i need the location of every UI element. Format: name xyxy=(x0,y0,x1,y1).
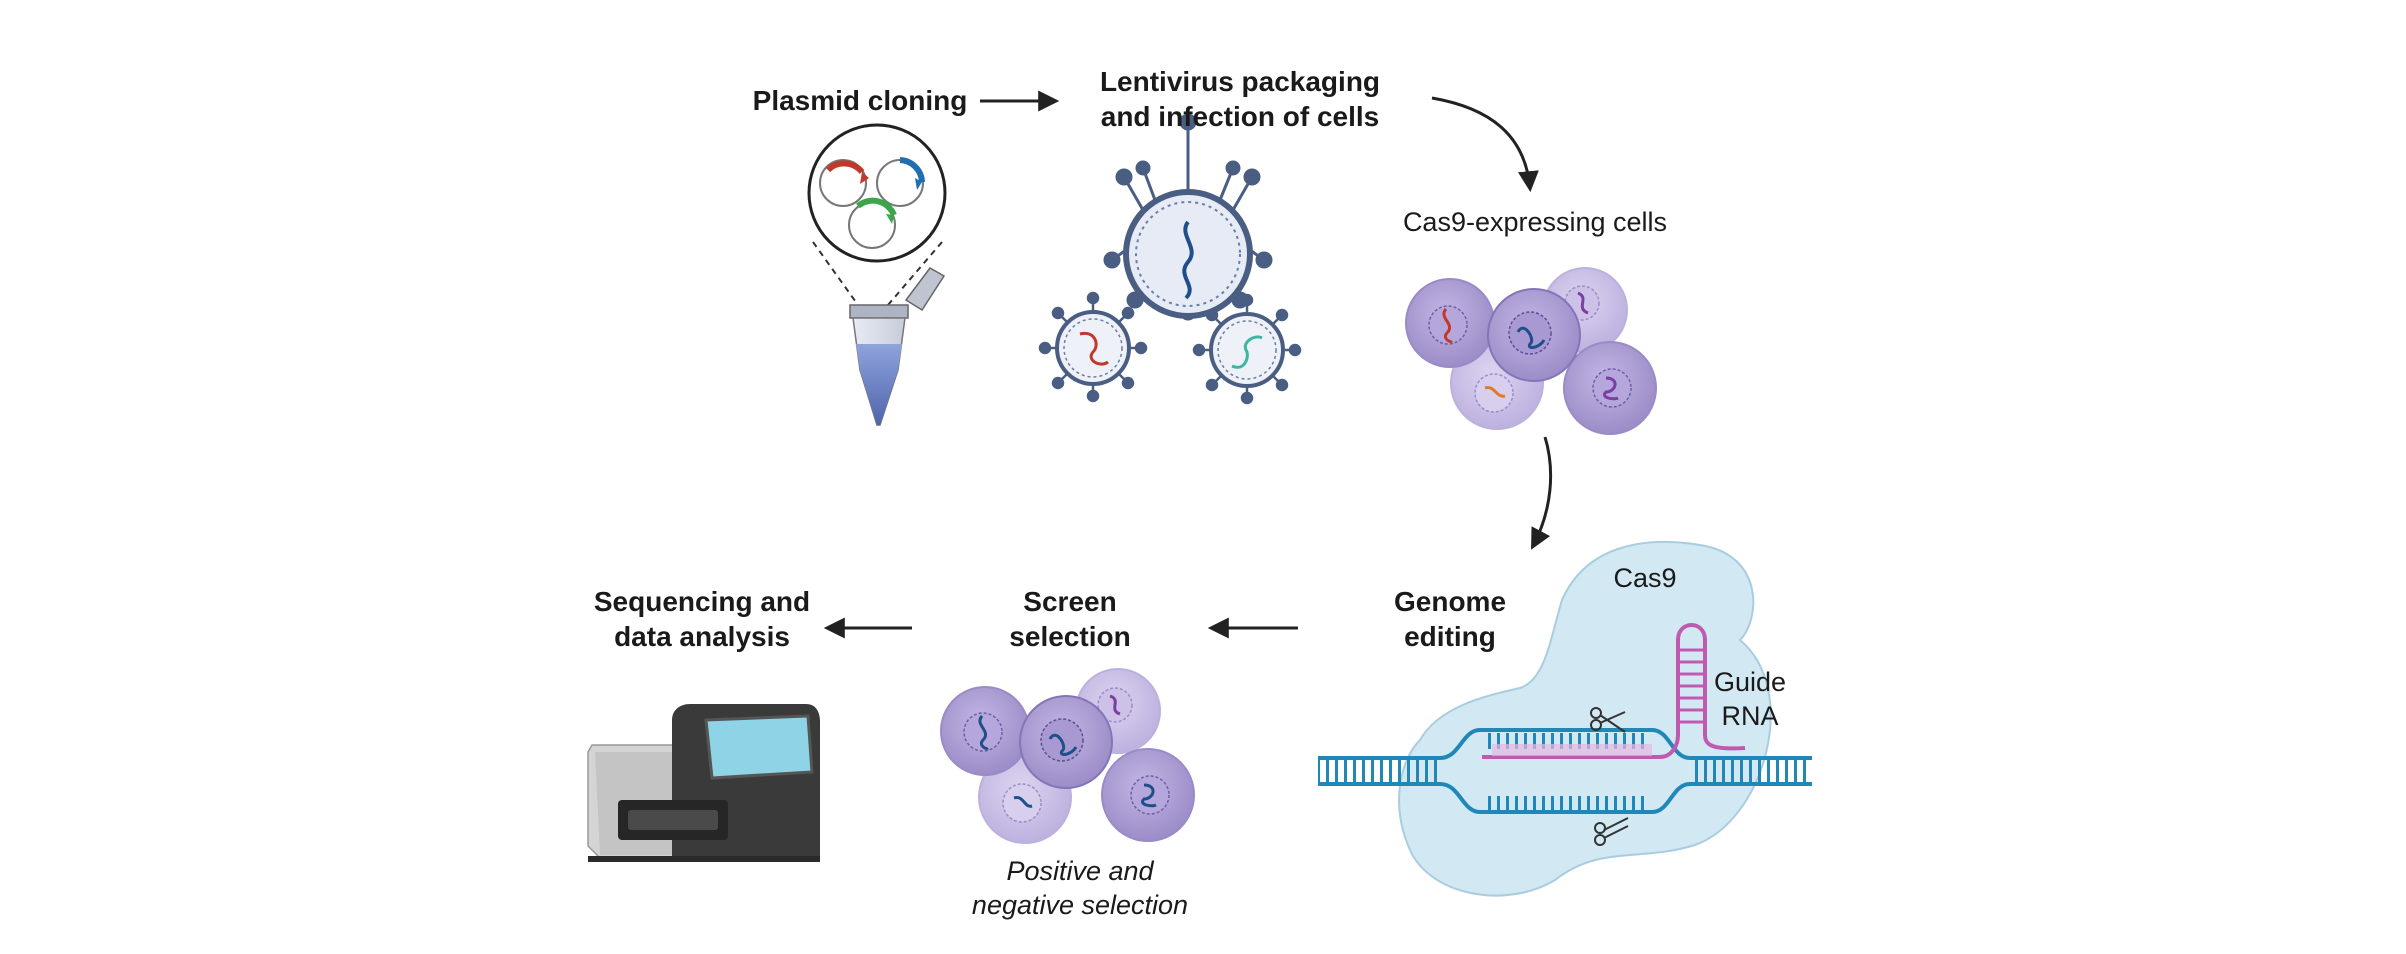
annotation-selection-line1: Positive and xyxy=(1006,856,1154,886)
cas9-cells-cluster xyxy=(1405,267,1657,435)
cell-icon xyxy=(940,686,1030,776)
scissors-icon xyxy=(1594,817,1629,846)
step-label-screen-line2: selection xyxy=(1009,621,1131,652)
annotation-guide-line2: RNA xyxy=(1721,700,1779,731)
sequencer-icon xyxy=(587,704,820,862)
cell-icon xyxy=(1487,288,1581,382)
step-label-sequencing-line1: Sequencing and xyxy=(593,586,811,617)
cell-icon xyxy=(1405,278,1495,368)
step-label-lentivirus-line2: and infection of cells xyxy=(1100,101,1380,132)
annotation-guide-rna: Guide RNA xyxy=(1700,666,1800,734)
plasmid-magnifier xyxy=(807,123,947,306)
lentivirus-small-icon xyxy=(1038,291,1148,403)
annotation-selection-line2: negative selection xyxy=(971,889,1189,920)
plasmid-icon xyxy=(848,197,897,249)
microcentrifuge-tube-icon xyxy=(849,267,946,426)
scissors-icon xyxy=(1590,707,1626,733)
screen-cells-cluster xyxy=(940,668,1195,844)
annotation-selection: Positive and negative selection xyxy=(920,855,1240,923)
annotation-guide-line1: Guide xyxy=(1713,667,1787,697)
step-label-genome-line1: Genome xyxy=(1393,586,1507,617)
step-label-screen-selection: Screen selection xyxy=(990,584,1150,654)
plasmid-icon xyxy=(819,159,869,207)
cell-icon xyxy=(1019,695,1113,789)
lentivirus-large-icon xyxy=(1103,113,1273,321)
arrow-cas9-cells-to-genome xyxy=(1531,436,1553,550)
step-label-genome-editing: Genome editing xyxy=(1370,584,1530,654)
step-label-lentivirus-line1: Lentivirus packaging xyxy=(1099,66,1381,97)
step-label-plasmid-cloning: Plasmid cloning xyxy=(752,85,968,116)
annotation-cas9: Cas9 xyxy=(1613,563,1677,593)
step-label-sequencing-line2: data analysis xyxy=(614,621,790,652)
plasmid-icon xyxy=(876,157,925,207)
step-label-genome-line2: editing xyxy=(1404,621,1496,652)
cell-icon xyxy=(1563,341,1657,435)
guide-rna xyxy=(1482,623,1746,759)
lentivirus-small-icon xyxy=(1192,293,1302,405)
cell-icon xyxy=(1101,748,1195,842)
step-label-lentivirus: Lentivirus packaging and infection of ce… xyxy=(1070,64,1410,134)
step-label-screen-line1: Screen xyxy=(1023,586,1117,617)
step-label-cas9-cells: Cas9-expressing cells xyxy=(1402,207,1668,237)
arrow-lentivirus-to-cas9-cells xyxy=(1431,96,1539,193)
step-label-sequencing: Sequencing and data analysis xyxy=(572,584,832,654)
